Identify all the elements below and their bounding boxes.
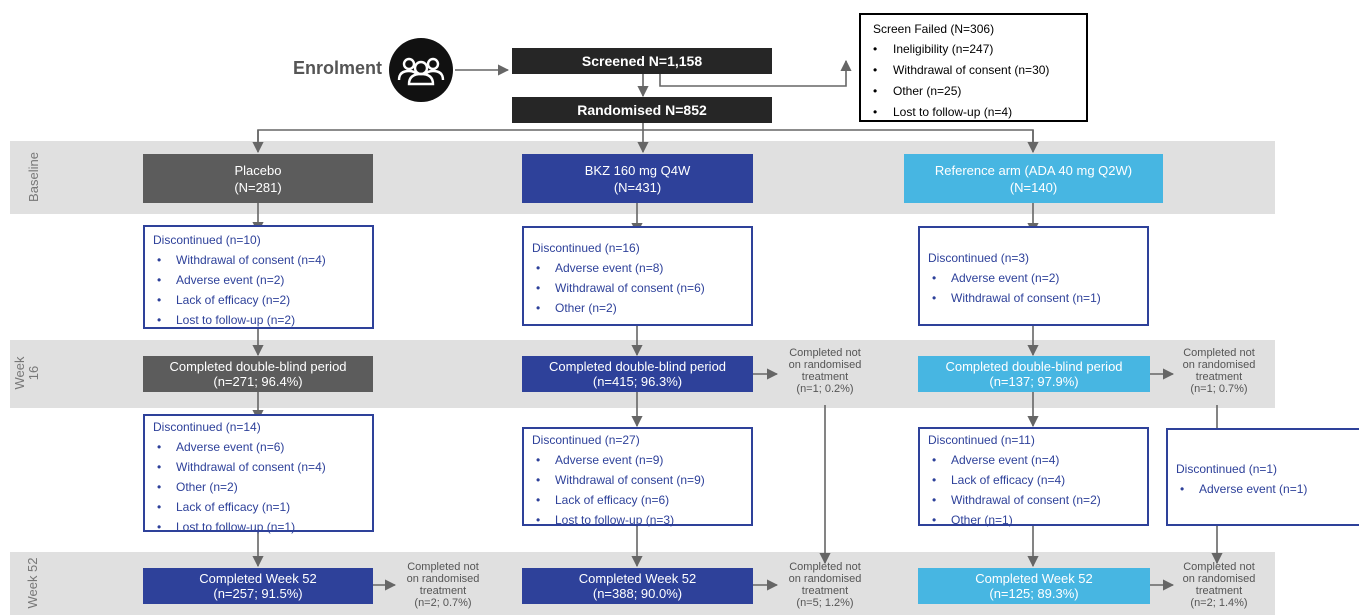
discontinued-reason: Withdrawal of consent (n=9): [532, 470, 741, 490]
discontinued-reason: Other (n=1): [928, 510, 1137, 530]
discontinued-title: Discontinued (n=3): [928, 251, 1030, 265]
arm-reference-name: Reference arm (ADA 40 mg Q2W): [934, 162, 1133, 178]
discontinued-reason: Adverse event (n=2): [928, 268, 1137, 288]
arm-placebo-name: Placebo: [234, 162, 282, 178]
week52-reference-line1: Completed Week 52: [975, 571, 1093, 586]
screen-failed-item: Other (n=25): [873, 81, 1076, 102]
arm-bkz-name: BKZ 160 mg Q4W: [584, 162, 691, 178]
discontinued-reason: Adverse event (n=8): [532, 258, 741, 278]
discontinued-bkz-baseline: Discontinued (n=16) Adverse event (n=8) …: [522, 226, 753, 326]
week16-reference-not-randomised: Completed not on randomised treatment (n…: [1182, 347, 1256, 395]
week52-bkz-line2: (n=388; 90.0%): [592, 586, 683, 601]
people-group-icon: [389, 38, 453, 102]
week16-reference-completed: Completed double-blind period (n=137; 97…: [918, 356, 1150, 392]
week16-bkz-completed: Completed double-blind period (n=415; 96…: [522, 356, 753, 392]
discontinued-reference-side-week16: Discontinued (n=1) Adverse event (n=1): [1166, 428, 1359, 526]
arm-bkz: BKZ 160 mg Q4W (N=431): [522, 154, 753, 203]
week52-bkz-completed: Completed Week 52 (n=388; 90.0%): [522, 568, 753, 604]
discontinued-reason: Adverse event (n=1): [1176, 479, 1349, 499]
arm-placebo: Placebo (N=281): [143, 154, 373, 203]
discontinued-reason: Withdrawal of consent (n=6): [532, 278, 741, 298]
discontinued-reason: Withdrawal of consent (n=1): [928, 288, 1137, 308]
week52-reference-not-randomised: Completed not on randomised treatment (n…: [1182, 561, 1256, 609]
discontinued-bkz-week16: Discontinued (n=27) Adverse event (n=9) …: [522, 427, 753, 527]
randomised-box: Randomised N=852: [512, 97, 772, 123]
screened-box: Screened N=1,158: [512, 48, 772, 74]
discontinued-reason: Lack of efficacy (n=1): [153, 497, 362, 517]
discontinued-title: Discontinued (n=10): [153, 233, 261, 247]
discontinued-reason: Withdrawal of consent (n=4): [153, 457, 362, 477]
discontinued-reason: Withdrawal of consent (n=4): [153, 250, 362, 270]
discontinued-reference-baseline: Discontinued (n=3) Adverse event (n=2) W…: [918, 226, 1149, 326]
discontinued-title: Discontinued (n=27): [532, 433, 640, 447]
week16-reference-line1: Completed double-blind period: [945, 359, 1123, 374]
week52-bkz-not-randomised: Completed not on randomised treatment (n…: [788, 561, 862, 609]
screen-failed-item: Withdrawal of consent (n=30): [873, 60, 1076, 81]
discontinued-reference-week16: Discontinued (n=11) Adverse event (n=4) …: [918, 427, 1149, 527]
screen-failed-item: Lost to follow-up (n=4): [873, 102, 1076, 123]
arm-reference-n: (N=140): [1009, 179, 1058, 195]
week52-placebo-line1: Completed Week 52: [199, 571, 317, 586]
week16-reference-line2: (n=137; 97.9%): [989, 374, 1079, 389]
week16-bkz-line2: (n=415; 96.3%): [592, 374, 683, 389]
discontinued-placebo-week16: Discontinued (n=14) Adverse event (n=6) …: [143, 414, 374, 534]
discontinued-reason: Withdrawal of consent (n=2): [928, 490, 1137, 510]
discontinued-reason: Lost to follow-up (n=3): [532, 510, 741, 530]
discontinued-title: Discontinued (n=16): [532, 241, 640, 255]
week52-bkz-line1: Completed Week 52: [578, 571, 697, 586]
discontinued-reason: Lack of efficacy (n=6): [532, 490, 741, 510]
discontinued-reason: Lack of efficacy (n=2): [153, 290, 362, 310]
discontinued-title: Discontinued (n=14): [153, 420, 261, 434]
week16-bkz-line1: Completed double-blind period: [548, 359, 727, 374]
discontinued-reason: Lack of efficacy (n=4): [928, 470, 1137, 490]
discontinued-title: Discontinued (n=11): [928, 433, 1035, 447]
screen-failed-title: Screen Failed (N=306): [873, 22, 995, 36]
week16-placebo-completed: Completed double-blind period (n=271; 96…: [143, 356, 373, 392]
week52-placebo-line2: (n=257; 91.5%): [213, 586, 303, 601]
week16-bkz-not-randomised: Completed not on randomised treatment (n…: [788, 347, 862, 395]
enrolment-label: Enrolment: [293, 58, 383, 78]
arm-placebo-n: (N=281): [234, 179, 282, 195]
week52-reference-line2: (n=125; 89.3%): [989, 586, 1079, 601]
discontinued-reason: Other (n=2): [532, 298, 741, 318]
week52-reference-completed: Completed Week 52 (n=125; 89.3%): [918, 568, 1150, 604]
discontinued-reason: Lost to follow-up (n=2): [153, 310, 362, 330]
week52-placebo-not-randomised: Completed not on randomised treatment (n…: [406, 561, 480, 609]
screen-failed-item: Ineligibility (n=247): [873, 39, 1076, 60]
discontinued-reason: Adverse event (n=6): [153, 437, 362, 457]
discontinued-reason: Adverse event (n=9): [532, 450, 741, 470]
discontinued-reason: Lost to follow-up (n=1): [153, 517, 362, 537]
arm-bkz-n: (N=431): [613, 179, 662, 195]
arm-reference: Reference arm (ADA 40 mg Q2W) (N=140): [904, 154, 1163, 203]
screen-failed-box: Screen Failed (N=306) Ineligibility (n=2…: [859, 13, 1088, 122]
discontinued-reason: Adverse event (n=4): [928, 450, 1137, 470]
discontinued-placebo-baseline: Discontinued (n=10) Withdrawal of consen…: [143, 225, 374, 329]
week16-placebo-line2: (n=271; 96.4%): [213, 374, 303, 389]
week16-placebo-line1: Completed double-blind period: [169, 359, 347, 374]
week52-placebo-completed: Completed Week 52 (n=257; 91.5%): [143, 568, 373, 604]
discontinued-title: Discontinued (n=1): [1176, 462, 1278, 476]
discontinued-reason: Adverse event (n=2): [153, 270, 362, 290]
discontinued-reason: Other (n=2): [153, 477, 362, 497]
